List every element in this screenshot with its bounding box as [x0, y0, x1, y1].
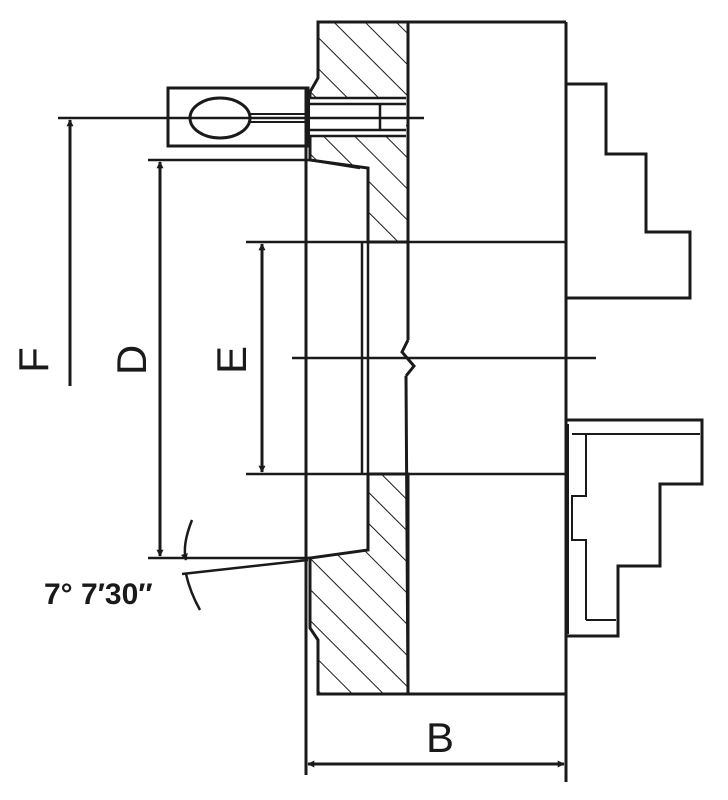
jaw-bottom — [566, 418, 704, 638]
taper-angle-indicator — [180, 519, 309, 611]
section-hatch — [308, 20, 410, 696]
dimension-lines — [66, 119, 568, 782]
dim-label-d: D — [108, 345, 155, 375]
dim-label-b: B — [426, 714, 454, 761]
reference-lines — [58, 116, 596, 560]
angle-label: 7° 7′30″ — [44, 578, 153, 611]
jaw-top — [566, 82, 692, 300]
dim-label-f: F — [10, 347, 57, 373]
bore-lines — [309, 158, 370, 474]
dim-label-e: E — [208, 346, 255, 374]
hatch-bottom — [308, 472, 410, 696]
